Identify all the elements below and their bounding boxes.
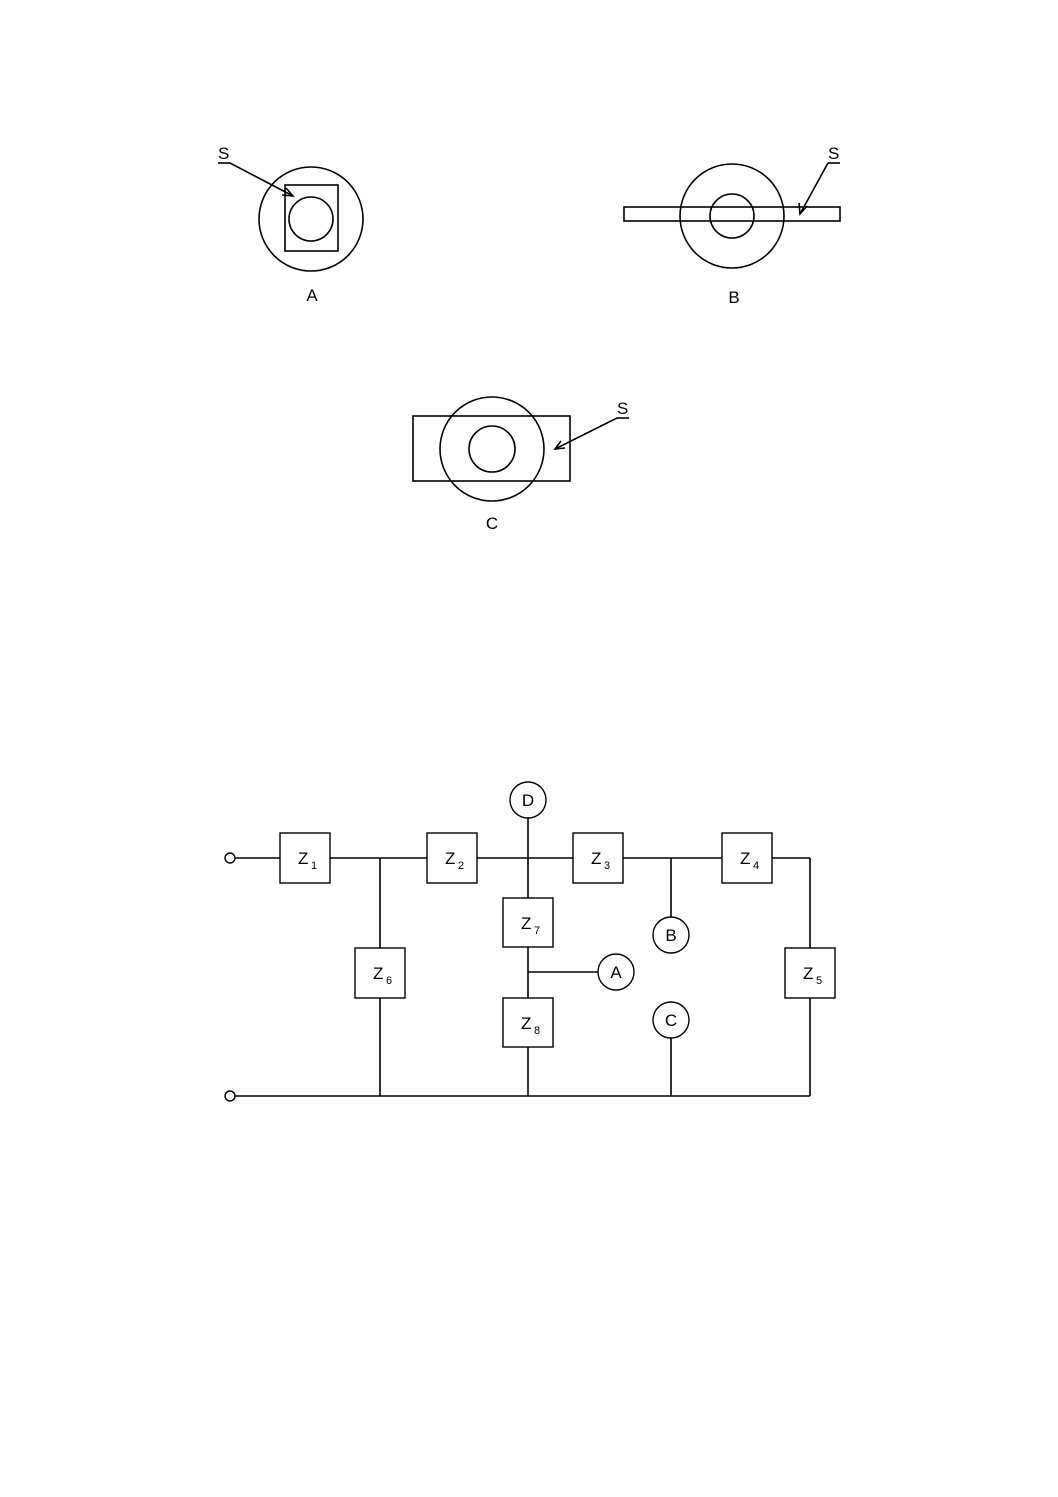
figure-c-label: C	[486, 514, 498, 533]
figure-b-inner-circle	[709, 193, 755, 239]
impedance-z5: Z 5	[784, 947, 836, 999]
impedance-z4: Z 4	[721, 832, 773, 884]
impedance-z6: Z 6	[354, 947, 406, 999]
figure-b-leader-line	[799, 162, 829, 215]
figure-c-arrow-head	[553, 440, 566, 450]
impedance-z3: Z 3	[572, 832, 624, 884]
figure-a-label: A	[306, 286, 318, 305]
input-terminal-bottom	[224, 1090, 236, 1102]
impedance-z8-base: Z	[521, 1014, 531, 1033]
impedance-z6-sub: 6	[386, 975, 392, 987]
meter-a: A	[597, 953, 635, 991]
impedance-z1-sub: 1	[311, 860, 317, 872]
input-terminal-top	[224, 852, 236, 864]
impedance-z1-base: Z	[298, 849, 308, 868]
figure-b-label: B	[728, 288, 739, 307]
figure-c-inner-circle	[468, 425, 516, 473]
figure-a-outer-circle	[258, 166, 364, 272]
figure-b-outer-circle	[679, 163, 785, 269]
meter-c: C	[652, 1001, 690, 1039]
figure-a-arrow-head	[281, 187, 295, 197]
impedance-z2-base: Z	[445, 849, 455, 868]
meter-d-label: D	[522, 791, 534, 810]
figure-b: S B	[623, 144, 841, 307]
meter-c-label: C	[665, 1011, 677, 1030]
figure-b-bar-s	[623, 206, 841, 222]
figure-c-rectangle-s	[412, 415, 571, 482]
impedance-z2-sub: 2	[458, 860, 464, 872]
figure-a-inner-circle	[288, 196, 334, 242]
figure-a: S A	[218, 144, 364, 305]
figure-c: S C	[412, 396, 629, 533]
figure-a-pointer-label: S	[218, 144, 229, 163]
figure-a-rectangle-s	[284, 184, 339, 252]
figure-c-leader-line	[554, 417, 618, 450]
figure-b-arrow-head	[798, 202, 808, 216]
meter-b-label: B	[665, 926, 676, 945]
figure-c-pointer-label: S	[617, 399, 628, 418]
meter-b: B	[652, 916, 690, 954]
impedance-z8-sub: 8	[534, 1025, 540, 1037]
impedance-z5-sub: 5	[816, 975, 822, 987]
impedance-z3-sub: 3	[604, 860, 610, 872]
impedance-z8: Z 8	[502, 997, 554, 1048]
impedance-z5-base: Z	[803, 964, 813, 983]
impedance-z7-base: Z	[521, 914, 531, 933]
impedance-z7: Z 7	[502, 897, 554, 948]
impedance-z3-base: Z	[591, 849, 601, 868]
impedance-z4-base: Z	[740, 849, 750, 868]
figure-c-outer-circle	[439, 396, 545, 502]
impedance-z7-sub: 7	[534, 925, 540, 937]
impedance-z2: Z 2	[426, 832, 478, 884]
figure-a-leader-line	[229, 162, 294, 197]
meter-d: D	[509, 781, 547, 819]
impedance-z4-sub: 4	[753, 860, 759, 872]
circuit-diagram: Z 1 Z 2 Z 3 Z 4 Z 5 Z 6 Z	[224, 781, 836, 1102]
impedance-z6-base: Z	[373, 964, 383, 983]
figure-b-pointer-label: S	[828, 144, 839, 163]
impedance-z1: Z 1	[279, 832, 331, 884]
meter-a-label: A	[610, 963, 622, 982]
